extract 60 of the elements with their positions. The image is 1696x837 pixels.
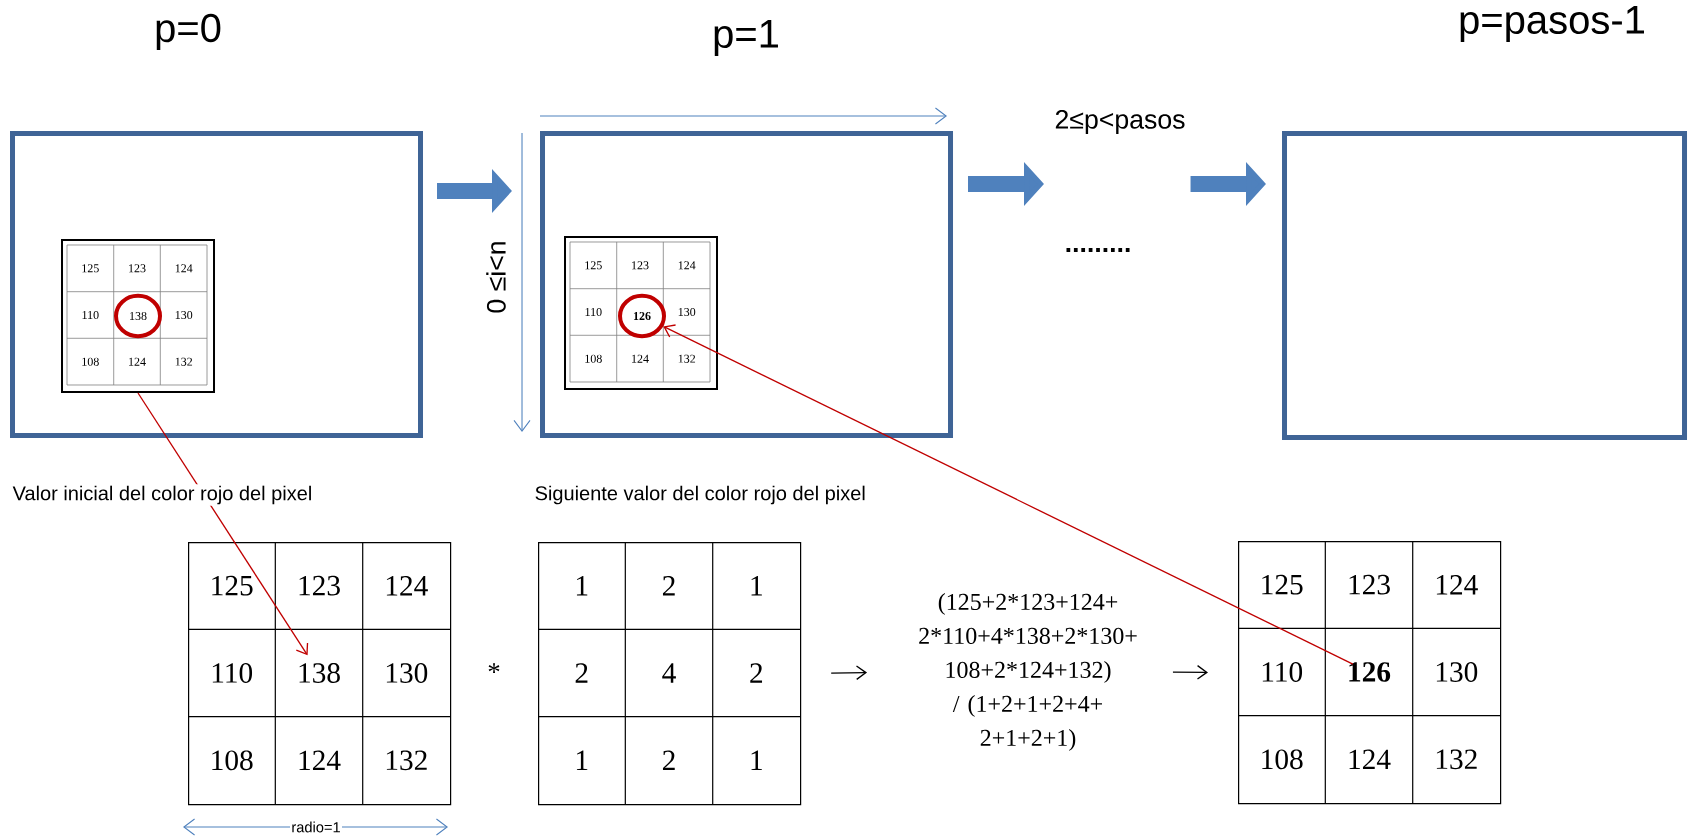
- cell-value: 4: [662, 663, 676, 683]
- cell-value: 108: [585, 354, 602, 363]
- cell-value: 123: [632, 261, 649, 270]
- heading: p=pasos-1: [1460, 6, 1644, 42]
- axis-label: 0 ≤i<n: [486, 242, 506, 313]
- arrow: [1172, 665, 1208, 680]
- cell-value: 132: [678, 354, 696, 363]
- cell-value: 1: [576, 750, 588, 770]
- cell-value: 2: [662, 750, 675, 770]
- cell-value: 1: [751, 576, 762, 596]
- cell-value: 125: [82, 264, 99, 273]
- arrow: [830, 665, 868, 681]
- dimension-label: radio=1: [290, 820, 342, 834]
- cell-value: 132: [386, 750, 427, 771]
- ellipsis: .........: [1066, 248, 1130, 252]
- cell-value: 123: [299, 575, 340, 596]
- cell-value: 138: [299, 663, 340, 683]
- cell-value: 130: [1436, 662, 1478, 682]
- cell-value: 124: [175, 264, 193, 273]
- cell-value: 125: [585, 261, 602, 270]
- cell-value: 124: [129, 357, 146, 366]
- circled-value: 138: [114, 293, 162, 339]
- cell-value: 124: [632, 354, 649, 363]
- cell-value: 2: [750, 663, 763, 683]
- cell-value: 110: [82, 310, 99, 320]
- cell-value: 130: [678, 307, 696, 317]
- circled-value: 126: [618, 293, 666, 339]
- cell-value: 132: [175, 357, 193, 366]
- caption: Valor inicial del color rojo del pixel: [11, 484, 314, 506]
- cell-value: 126: [1349, 662, 1391, 682]
- cell-value: 130: [386, 663, 428, 683]
- formula-text: (125+2*123+124+ 2*110+4*138+2*130+ 108+2*124+132) / (1+2+1+2+4+ 2+1+2+1): [919, 593, 1137, 751]
- cell-value: 2: [575, 663, 588, 683]
- cell-value: 124: [678, 261, 696, 270]
- cell-value: 110: [585, 307, 602, 317]
- cell-value: 108: [82, 357, 99, 366]
- cell-value: 108: [1262, 749, 1303, 770]
- cell-value: 110: [1262, 662, 1303, 682]
- cell-value: 125: [1262, 574, 1303, 595]
- cell-value: 124: [299, 750, 341, 770]
- arrow: [663, 324, 1354, 665]
- range-label: 2≤p<pasos: [1055, 109, 1185, 135]
- cell-value: 123: [1349, 574, 1390, 595]
- cell-value: 1: [751, 750, 762, 770]
- arrow: [137, 392, 309, 656]
- cell-value: 123: [129, 264, 146, 273]
- cell-value: 130: [175, 310, 193, 320]
- heading: p=1: [714, 20, 778, 56]
- cell-value: 2: [662, 576, 675, 596]
- caption: Siguiente valor del color rojo del pixel: [533, 484, 868, 506]
- cell-value: 124: [386, 576, 428, 596]
- cell-value: 124: [1349, 749, 1391, 769]
- cell-value: 124: [1436, 575, 1478, 595]
- heading: p=0: [156, 13, 221, 51]
- cell-value: 1: [576, 576, 588, 596]
- cell-value: 110: [212, 663, 253, 683]
- cell-value: 108: [212, 750, 253, 771]
- operator: *: [488, 663, 500, 674]
- cell-value: 132: [1436, 749, 1477, 770]
- cell-value: 125: [212, 575, 253, 596]
